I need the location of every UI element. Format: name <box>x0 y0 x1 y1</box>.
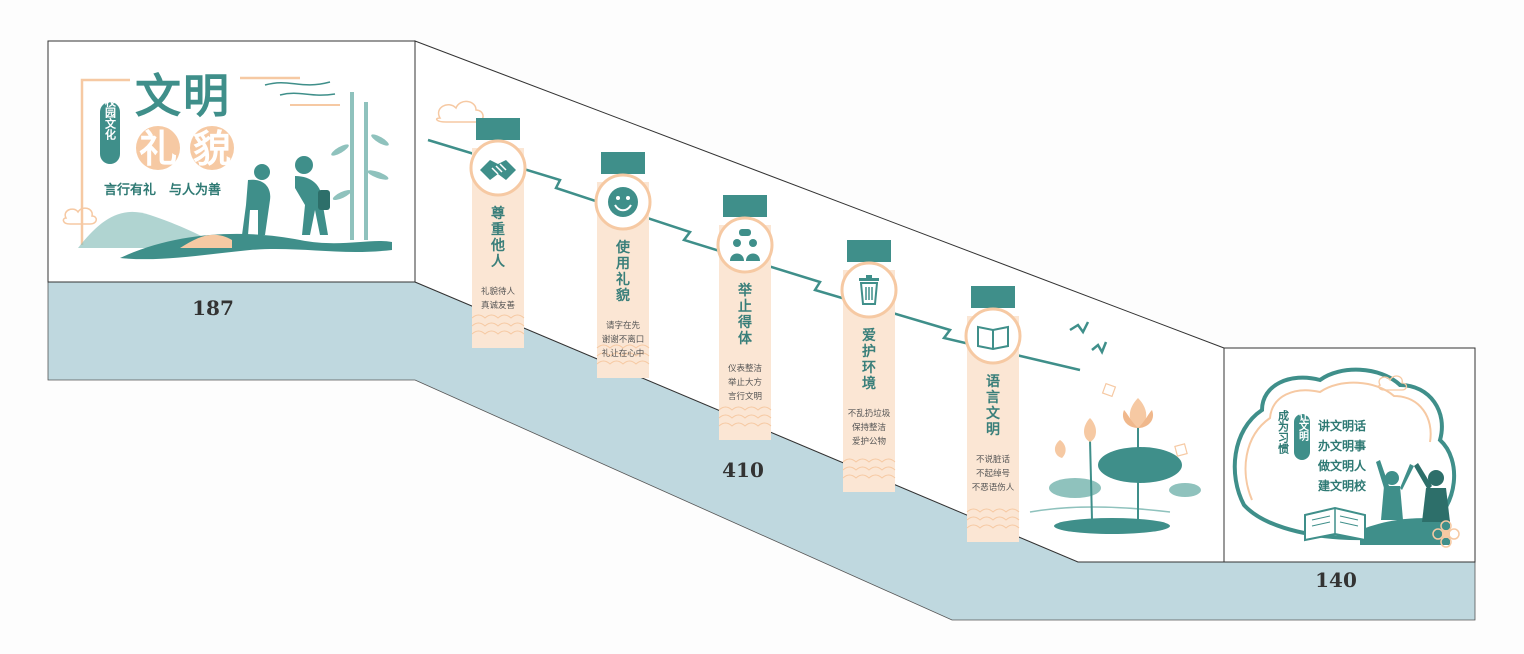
smile-icon <box>608 187 638 217</box>
middle-decor <box>427 100 1201 534</box>
column-title: 爱护环境 <box>862 328 876 392</box>
right-decor <box>1232 367 1460 548</box>
dimension-right: 140 <box>1315 568 1357 592</box>
column-lines: 不乱扔垃圾保持整洁爱护公物 <box>848 408 891 447</box>
dimension-left: 187 <box>192 296 234 320</box>
column-flag <box>847 240 891 262</box>
column-lines: 礼貌待人真诚友善 <box>481 286 516 311</box>
left-badge-bg <box>100 102 120 164</box>
right-badge: 让文明 <box>1297 410 1309 442</box>
value-columns: 尊重他人礼貌待人真诚友善使用礼貌请字在先谢谢不离口礼让在心中举止得体仪表整洁举止… <box>469 118 1022 542</box>
column-flag <box>723 195 767 217</box>
right-slogan-line: 办文明事 <box>1318 438 1366 453</box>
right-slogan-line: 做文明人 <box>1317 458 1367 473</box>
people-chat-icon <box>730 229 760 261</box>
column-wave-pattern <box>471 314 525 335</box>
right-slogan-line: 讲文明话 <box>1318 418 1366 433</box>
title-circle-1 <box>136 126 180 170</box>
column-title: 尊重他人 <box>490 205 506 270</box>
column-wave-pattern <box>718 406 772 427</box>
right-slogan-line: 建文明校 <box>1317 478 1367 493</box>
column-wave-pattern <box>596 344 650 365</box>
book-icon <box>977 325 1009 351</box>
column-flag <box>601 152 645 174</box>
column-title: 使用礼貌 <box>615 239 631 304</box>
trash-can-icon <box>859 275 879 305</box>
column-title: 语言文明 <box>986 374 1001 438</box>
right-badge-bg <box>1294 414 1310 460</box>
title-circle-2 <box>190 126 234 170</box>
column-wave-pattern <box>842 458 896 479</box>
left-title-2b: 貌 <box>193 126 231 171</box>
column-lines: 请字在先谢谢不离口礼让在心中 <box>602 320 645 359</box>
left-title-2a: 礼 <box>139 126 177 171</box>
left-badge: 校园文化 <box>104 95 117 141</box>
column-wave-pattern <box>966 508 1020 529</box>
column-flag <box>971 286 1015 308</box>
column-lines: 仪表整洁举止大方言行文明 <box>728 363 763 402</box>
left-title-1: 文明 <box>135 69 231 123</box>
left-subtitle: 言行有礼 与人为善 <box>104 182 221 198</box>
dimension-middle: 410 <box>722 458 764 482</box>
column-lines: 不说脏话不起绰号不恶语伤人 <box>972 454 1015 493</box>
column-flag <box>476 118 520 140</box>
column-title: 举止得体 <box>737 282 753 347</box>
right-vertical: 成为习惯 <box>1277 409 1290 455</box>
column-icon-ring <box>716 216 774 274</box>
left-decor <box>62 76 392 260</box>
handshake-icon <box>480 160 516 180</box>
